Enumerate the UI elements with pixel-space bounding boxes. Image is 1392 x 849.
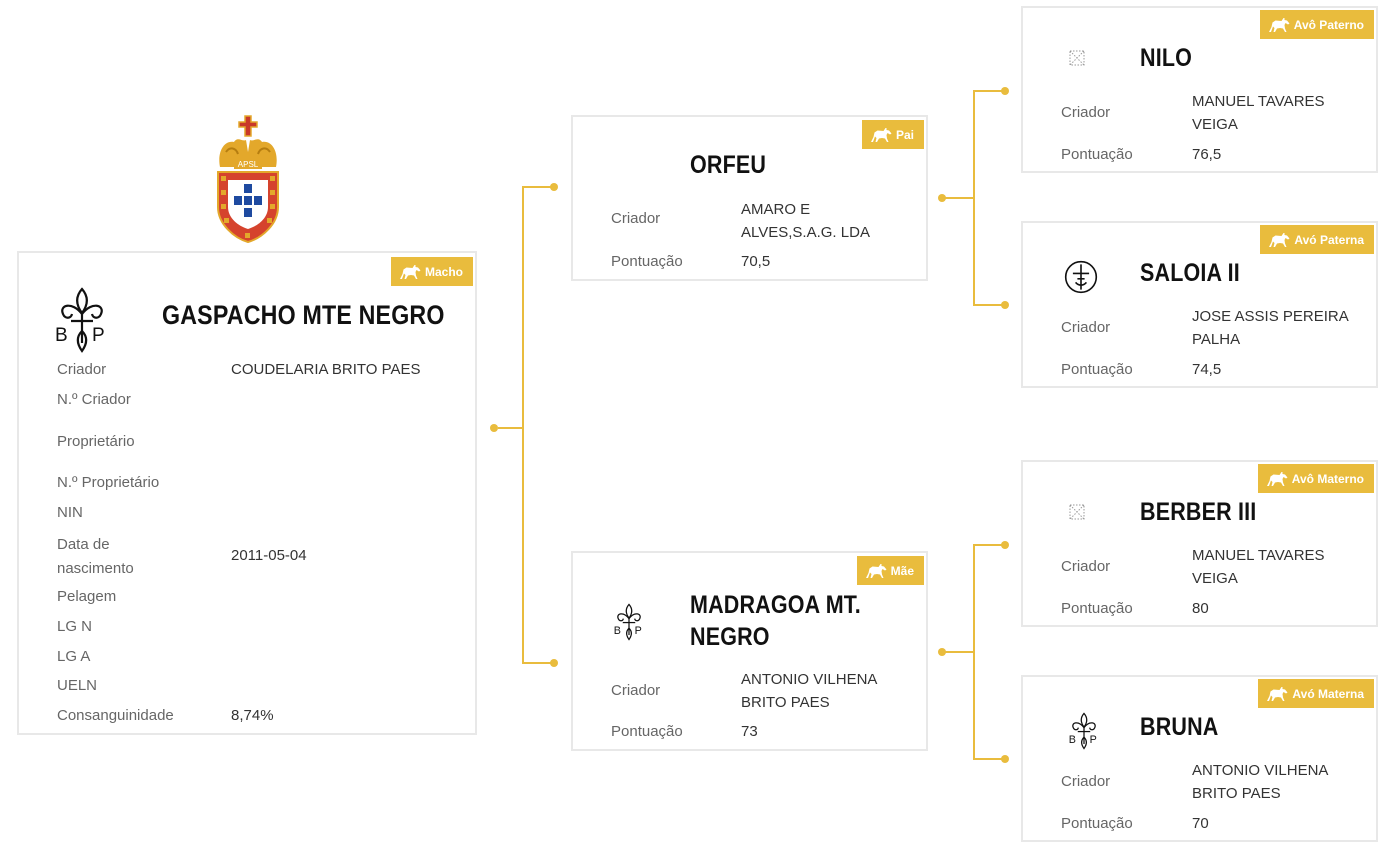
- brand-placeholder-icon: [1067, 48, 1087, 68]
- apsl-emblem-icon: APSL: [212, 112, 284, 244]
- connector-dot: [550, 183, 558, 191]
- criador-value: MANUEL TAVARES VEIGA: [1192, 93, 1325, 133]
- field-value: 8,74%: [231, 707, 274, 724]
- horse-icon: [399, 264, 421, 280]
- criador-value: MANUEL TAVARES VEIGA: [1192, 547, 1325, 587]
- connector-dot: [1001, 87, 1009, 95]
- grandparent-badge: Avô Materno: [1257, 464, 1374, 493]
- paternal-granddam-card[interactable]: Avó Paterna SALOIA II Criador JOSE ASSIS…: [1021, 221, 1378, 388]
- criador-label: Criador: [611, 210, 661, 227]
- brand-placeholder-icon: [1067, 502, 1087, 522]
- field-label: UELN: [57, 677, 98, 694]
- pontuacao-value: 70: [1192, 815, 1209, 832]
- cross-circle-brand-icon: [1063, 259, 1099, 295]
- horse-name: NILO: [1140, 44, 1193, 72]
- criador-value: ANTONIO VILHENA BRITO PAES: [1192, 762, 1328, 802]
- grandparent-badge: Avó Materna: [1258, 679, 1374, 708]
- criador-value: JOSE ASSIS PEREIRA PALHA: [1192, 308, 1348, 348]
- maternal-granddam-card[interactable]: Avó Materna BRUNA Criador ANTONIO VILHEN…: [1021, 675, 1378, 842]
- sire-card[interactable]: Pai ORFEU Criador AMARO E ALVES,S.A.G. L…: [571, 115, 928, 281]
- field-label: Consanguinidade: [57, 707, 174, 724]
- connector: [522, 186, 524, 664]
- field-label: Proprietário: [57, 433, 135, 450]
- horse-icon: [1268, 232, 1290, 248]
- pontuacao-label: Pontuação: [611, 253, 683, 270]
- field-label: Pelagem: [57, 588, 117, 605]
- pontuacao-label: Pontuação: [1061, 600, 1133, 617]
- horse-icon: [1266, 471, 1288, 487]
- pontuacao-value: 70,5: [741, 253, 771, 270]
- svg-text:APSL: APSL: [238, 160, 259, 169]
- pontuacao-label: Pontuação: [1061, 146, 1133, 163]
- grandparent-badge: Avó Paterna: [1260, 225, 1374, 254]
- horse-icon: [870, 127, 892, 143]
- connector: [973, 90, 975, 305]
- horse-icon: [1268, 17, 1290, 33]
- field-label: LG A: [57, 648, 91, 665]
- criador-label: Criador: [1061, 104, 1111, 121]
- fleur-de-lis-brand-icon: [1067, 711, 1101, 751]
- connector-dot: [1001, 755, 1009, 763]
- horse-name: ORFEU: [690, 151, 767, 179]
- connector: [944, 197, 974, 199]
- criador-value: AMARO E ALVES,S.A.G. LDA: [741, 201, 870, 241]
- pontuacao-label: Pontuação: [611, 723, 683, 740]
- subject-card[interactable]: Macho GASPACHO MTE NEGRO Criador COUDELA…: [17, 251, 477, 735]
- connector-dot: [1001, 301, 1009, 309]
- connector: [522, 662, 553, 664]
- criador-label: Criador: [1061, 773, 1111, 790]
- horse-icon: [1266, 686, 1288, 702]
- connector: [522, 186, 553, 188]
- parent-badge: Mãe: [856, 556, 924, 585]
- connector: [498, 427, 523, 429]
- connector: [944, 651, 974, 653]
- connector-dot: [938, 648, 946, 656]
- fleur-de-lis-brand-icon: [51, 287, 113, 353]
- connector: [973, 90, 1004, 92]
- pontuacao-value: 74,5: [1192, 361, 1222, 378]
- field-label: Criador: [57, 361, 107, 378]
- field-value: 2011-05-04: [231, 547, 307, 564]
- fleur-de-lis-brand-icon: [612, 603, 646, 641]
- connector-dot: [550, 659, 558, 667]
- field-label: LG N: [57, 618, 93, 635]
- connector-dot: [938, 194, 946, 202]
- pontuacao-value: 73: [741, 723, 758, 740]
- maternal-grandsire-card[interactable]: Avô Materno BERBER III Criador MANUEL TA…: [1021, 460, 1378, 627]
- connector: [973, 304, 1004, 306]
- pontuacao-value: 80: [1192, 600, 1209, 617]
- field-value: COUDELARIA BRITO PAES: [231, 361, 421, 378]
- grandparent-badge: Avô Paterno: [1259, 10, 1374, 39]
- horse-icon: [865, 563, 887, 579]
- field-label: N.º Proprietário: [57, 474, 160, 491]
- criador-label: Criador: [611, 682, 661, 699]
- pontuacao-label: Pontuação: [1061, 361, 1133, 378]
- paternal-grandsire-card[interactable]: Avô Paterno NILO Criador MANUEL TAVARES …: [1021, 6, 1378, 173]
- horse-name: BERBER III: [1140, 498, 1257, 526]
- connector: [973, 544, 1004, 546]
- pontuacao-label: Pontuação: [1061, 815, 1133, 832]
- pontuacao-value: 76,5: [1192, 146, 1222, 163]
- horse-name: MADRAGOA MT. NEGRO: [690, 591, 861, 651]
- field-label: N.º Criador: [57, 391, 131, 408]
- connector-dot: [1001, 541, 1009, 549]
- sex-badge: Macho: [390, 257, 473, 286]
- connector-dot: [490, 424, 498, 432]
- horse-name: BRUNA: [1140, 713, 1219, 741]
- criador-label: Criador: [1061, 558, 1111, 575]
- criador-value: ANTONIO VILHENA BRITO PAES: [741, 671, 877, 711]
- criador-label: Criador: [1061, 319, 1111, 336]
- connector: [973, 758, 1004, 760]
- horse-name: SALOIA II: [1140, 259, 1240, 287]
- horse-name: GASPACHO MTE NEGRO: [162, 300, 445, 330]
- dam-card[interactable]: Mãe MADRAGOA MT. NEGRO Criador ANTONIO V…: [571, 551, 928, 751]
- parent-badge: Pai: [861, 120, 924, 149]
- field-label: Data de nascimento: [57, 536, 134, 577]
- connector: [973, 544, 975, 759]
- field-label: NIN: [57, 504, 83, 521]
